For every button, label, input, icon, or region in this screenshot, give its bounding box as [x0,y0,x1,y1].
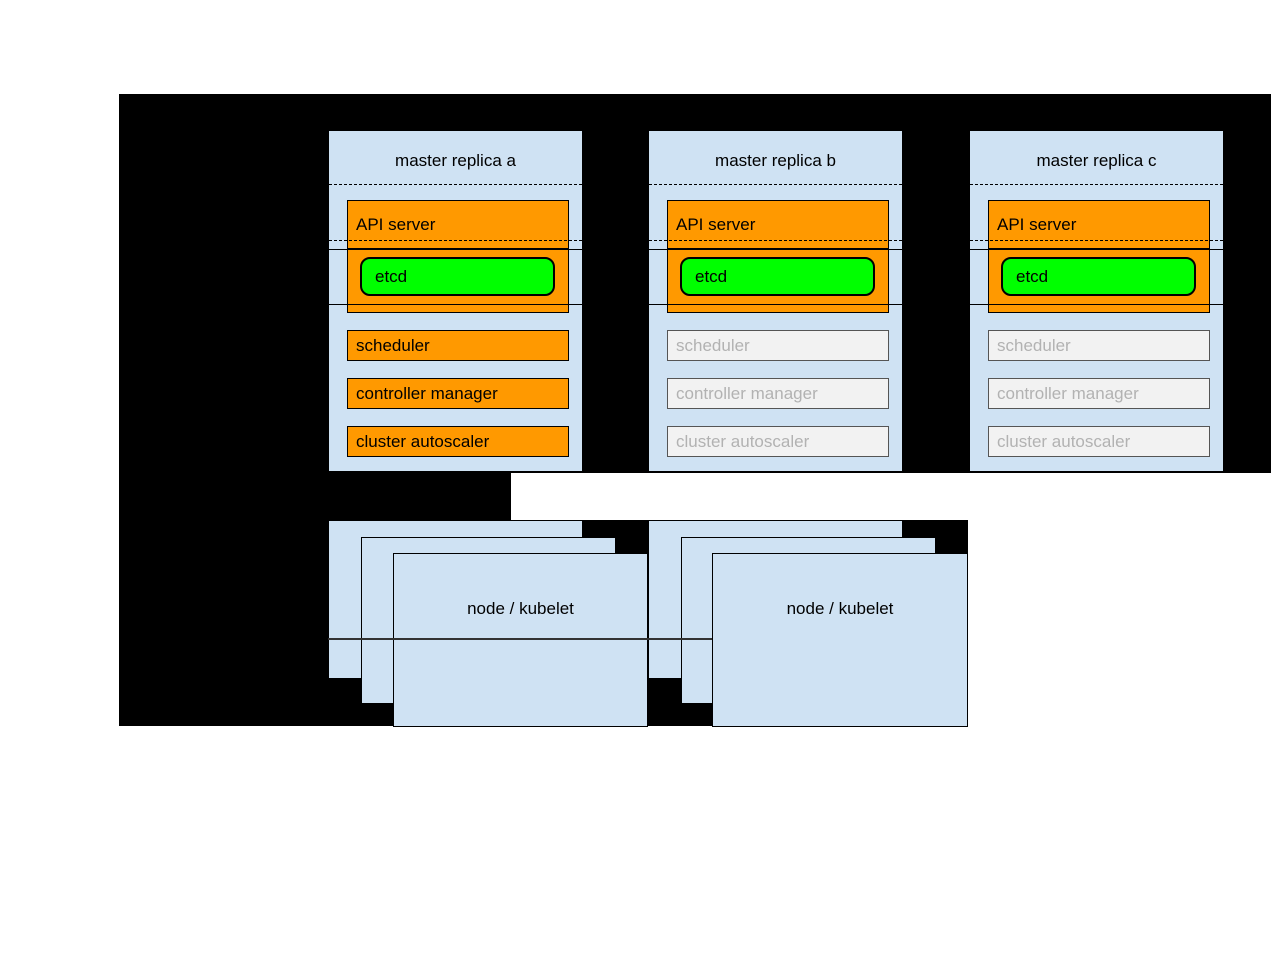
node-kubelet-box: node / kubelet [712,553,968,727]
scheduler-box: scheduler [988,330,1210,361]
master-replica-a-box: master replica a API server etcd schedul… [328,130,583,472]
node-kubelet-label: node / kubelet [467,599,574,618]
master-replica-c-title: master replica c [1036,151,1157,170]
etcd-box: etcd [680,257,875,296]
api-server-label: API server [676,214,756,234]
api-server-box: API server [988,200,1210,249]
cluster-autoscaler-label: cluster autoscaler [356,431,490,451]
scheduler-label: scheduler [676,335,750,355]
node-kubelet-box: node / kubelet [393,553,648,727]
node-kubelet-label: node / kubelet [786,599,894,618]
master-replica-a-title: master replica a [395,151,516,170]
dashed-separator [970,240,1223,241]
api-server-label: API server [997,214,1077,234]
dashed-separator [329,184,582,185]
cluster-autoscaler-label: cluster autoscaler [676,431,810,451]
node-divider-line [328,638,712,640]
master-replica-c-box: master replica c API server etcd schedul… [969,130,1224,472]
controller-manager-box: controller manager [667,378,889,409]
cluster-autoscaler-box: cluster autoscaler [347,426,569,457]
master-replica-b-box: master replica b API server etcd schedul… [648,130,903,472]
controller-manager-box: controller manager [347,378,569,409]
etcd-box: etcd [360,257,555,296]
master-replica-b-title: master replica b [715,151,836,170]
scheduler-label: scheduler [997,335,1071,355]
controller-manager-label: controller manager [997,383,1139,403]
controller-manager-label: controller manager [356,383,498,403]
solid-separator [329,304,582,305]
api-server-box: API server [347,200,569,249]
cluster-autoscaler-label: cluster autoscaler [997,431,1131,451]
cluster-autoscaler-box: cluster autoscaler [988,426,1210,457]
etcd-box: etcd [1001,257,1196,296]
solid-separator [649,249,902,250]
solid-separator [970,249,1223,250]
solid-separator [970,304,1223,305]
cluster-autoscaler-box: cluster autoscaler [667,426,889,457]
dashed-separator [329,240,582,241]
solid-separator [649,304,902,305]
scheduler-box: scheduler [667,330,889,361]
api-server-label: API server [356,214,436,234]
dashed-separator [649,240,902,241]
controller-manager-label: controller manager [676,383,818,403]
scheduler-label: scheduler [356,335,430,355]
api-server-box: API server [667,200,889,249]
controller-manager-box: controller manager [988,378,1210,409]
scheduler-box: scheduler [347,330,569,361]
solid-separator [329,249,582,250]
etcd-label: etcd [1016,266,1049,286]
etcd-label: etcd [695,266,728,286]
dashed-separator [649,184,902,185]
dashed-separator [970,184,1223,185]
etcd-label: etcd [375,266,408,286]
